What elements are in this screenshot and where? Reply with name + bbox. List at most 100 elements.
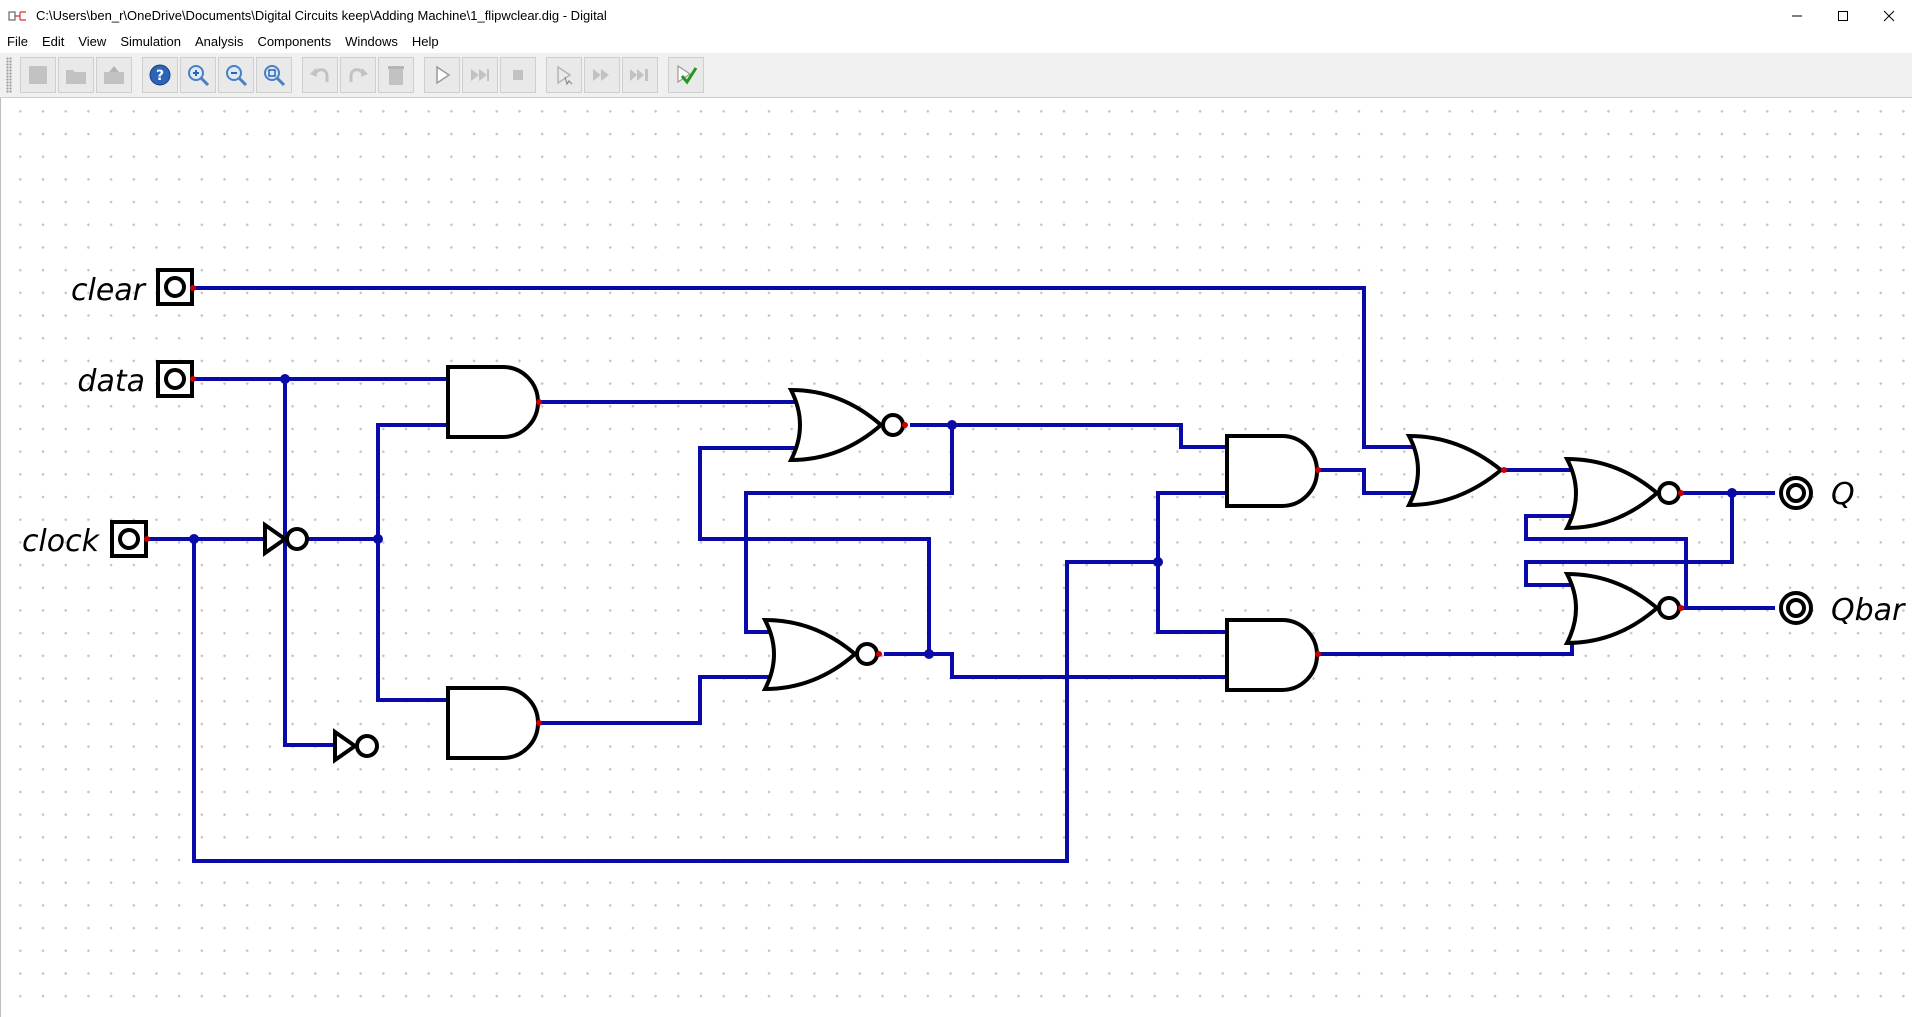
not-gate-2[interactable] <box>333 728 379 764</box>
wire-clock-loop[interactable] <box>192 537 1160 863</box>
wire-data-branch[interactable] <box>283 377 337 747</box>
and-gate-2[interactable] <box>446 686 540 760</box>
close-icon <box>1883 10 1895 21</box>
step-end-button[interactable] <box>622 57 658 93</box>
wire-nor1-out[interactable] <box>910 423 1229 449</box>
junction-dot <box>924 649 934 659</box>
zoom-fit-icon <box>264 65 286 87</box>
title-bar: C:\Users\ben_r\OneDrive\Documents\Digita… <box>0 0 1912 31</box>
junction-dot <box>947 420 957 430</box>
wire-nor2-fb[interactable] <box>698 446 931 656</box>
junctions <box>189 374 1737 659</box>
menu-analysis[interactable]: Analysis <box>195 34 244 49</box>
or-gate[interactable] <box>1405 433 1505 508</box>
save-icon <box>104 66 124 84</box>
and-gate-1[interactable] <box>446 365 540 439</box>
step-run-button[interactable] <box>462 57 498 93</box>
input-clock[interactable] <box>110 520 150 558</box>
micro-step-button[interactable] <box>546 57 582 93</box>
wire-clear[interactable] <box>191 286 1416 449</box>
junction-dot <box>373 534 383 544</box>
zoom-in-icon <box>188 65 210 87</box>
redo-icon <box>349 68 368 82</box>
wire-qbar-fb[interactable] <box>1524 514 1688 610</box>
label-data: data <box>77 364 145 399</box>
menu-view[interactable]: View <box>78 34 107 49</box>
zoom-out-button[interactable] <box>218 57 254 93</box>
input-clear[interactable] <box>156 268 196 306</box>
maximize-button[interactable] <box>1820 0 1866 31</box>
wires <box>145 286 1775 863</box>
app-icon <box>8 10 26 21</box>
pin-markers <box>536 399 1684 726</box>
micro-step-icon <box>557 65 573 86</box>
nor-gate-1[interactable] <box>787 387 905 463</box>
step-forward-button[interactable] <box>584 57 620 93</box>
and-gate-3[interactable] <box>1225 434 1319 508</box>
step-run-icon <box>471 69 489 81</box>
menu-help[interactable]: Help <box>411 34 439 49</box>
minimize-button[interactable] <box>1774 0 1820 31</box>
help-icon: ? <box>149 64 171 86</box>
check-button[interactable] <box>668 57 704 93</box>
menu-edit[interactable]: Edit <box>41 34 65 49</box>
help-button[interactable]: ? <box>142 57 178 93</box>
junction-dot <box>1153 557 1163 567</box>
and-gate-4[interactable] <box>1225 618 1319 692</box>
undo-button[interactable] <box>302 57 338 93</box>
wire-q-fb[interactable] <box>1524 491 1734 587</box>
junction-dot <box>280 374 290 384</box>
menu-windows[interactable]: Windows <box>345 34 398 49</box>
wire-and4-out[interactable] <box>1316 630 1574 656</box>
toolbar: ? <box>0 53 1912 98</box>
nor-gate-qbar[interactable] <box>1563 571 1681 646</box>
step-end-icon <box>630 69 648 81</box>
wire-clk-to-and3[interactable] <box>1156 491 1229 564</box>
input-data[interactable] <box>156 360 196 398</box>
input-pins: clear data clock <box>22 268 196 559</box>
close-button[interactable] <box>1866 0 1912 31</box>
delete-button[interactable] <box>378 57 414 93</box>
minimize-icon <box>1792 15 1802 16</box>
wire-clock-inv-branch[interactable] <box>376 423 450 702</box>
undo-icon <box>310 68 329 82</box>
menu-components[interactable]: Components <box>257 34 332 49</box>
run-icon <box>436 65 451 85</box>
label-q: Q <box>1831 477 1855 512</box>
wire-and3-out[interactable] <box>1316 468 1416 495</box>
zoom-fit-button[interactable] <box>256 57 292 93</box>
wire-clk-to-and4[interactable] <box>1156 560 1229 634</box>
circuit-diagram: clear data clock <box>22 268 1906 863</box>
open-button[interactable] <box>58 57 94 93</box>
wire-nor1-fb[interactable] <box>744 423 954 634</box>
label-clear: clear <box>71 273 147 308</box>
toolbar-grip[interactable] <box>6 57 12 93</box>
check-icon <box>677 64 698 85</box>
label-qbar: Qbar <box>1831 593 1906 628</box>
nor-gate-2[interactable] <box>761 617 879 692</box>
stop-button[interactable] <box>500 57 536 93</box>
svg-text:?: ? <box>156 68 164 84</box>
save-button[interactable] <box>96 57 132 93</box>
label-clock: clock <box>22 524 101 559</box>
wire-and2-out[interactable] <box>537 675 772 725</box>
delete-icon <box>388 66 404 85</box>
new-button[interactable] <box>20 57 56 93</box>
circuit-canvas[interactable]: clear data clock <box>0 98 1912 1017</box>
output-q[interactable] <box>1779 476 1813 510</box>
junction-dot <box>189 534 199 544</box>
maximize-icon <box>1838 10 1848 21</box>
menu-file[interactable]: File <box>7 34 28 49</box>
step-forward-icon <box>593 69 609 81</box>
redo-button[interactable] <box>340 57 376 93</box>
menu-bar: File Edit View Simulation Analysis Compo… <box>0 31 1912 53</box>
junction-dot <box>1727 488 1737 498</box>
run-button[interactable] <box>424 57 460 93</box>
output-qbar[interactable] <box>1779 591 1813 625</box>
not-gate-1[interactable] <box>263 521 309 557</box>
zoom-in-button[interactable] <box>180 57 216 93</box>
nor-gate-q[interactable] <box>1563 456 1681 531</box>
menu-simulation[interactable]: Simulation <box>120 34 182 49</box>
wire-nor2-out[interactable] <box>884 652 1229 679</box>
new-icon <box>29 66 47 84</box>
